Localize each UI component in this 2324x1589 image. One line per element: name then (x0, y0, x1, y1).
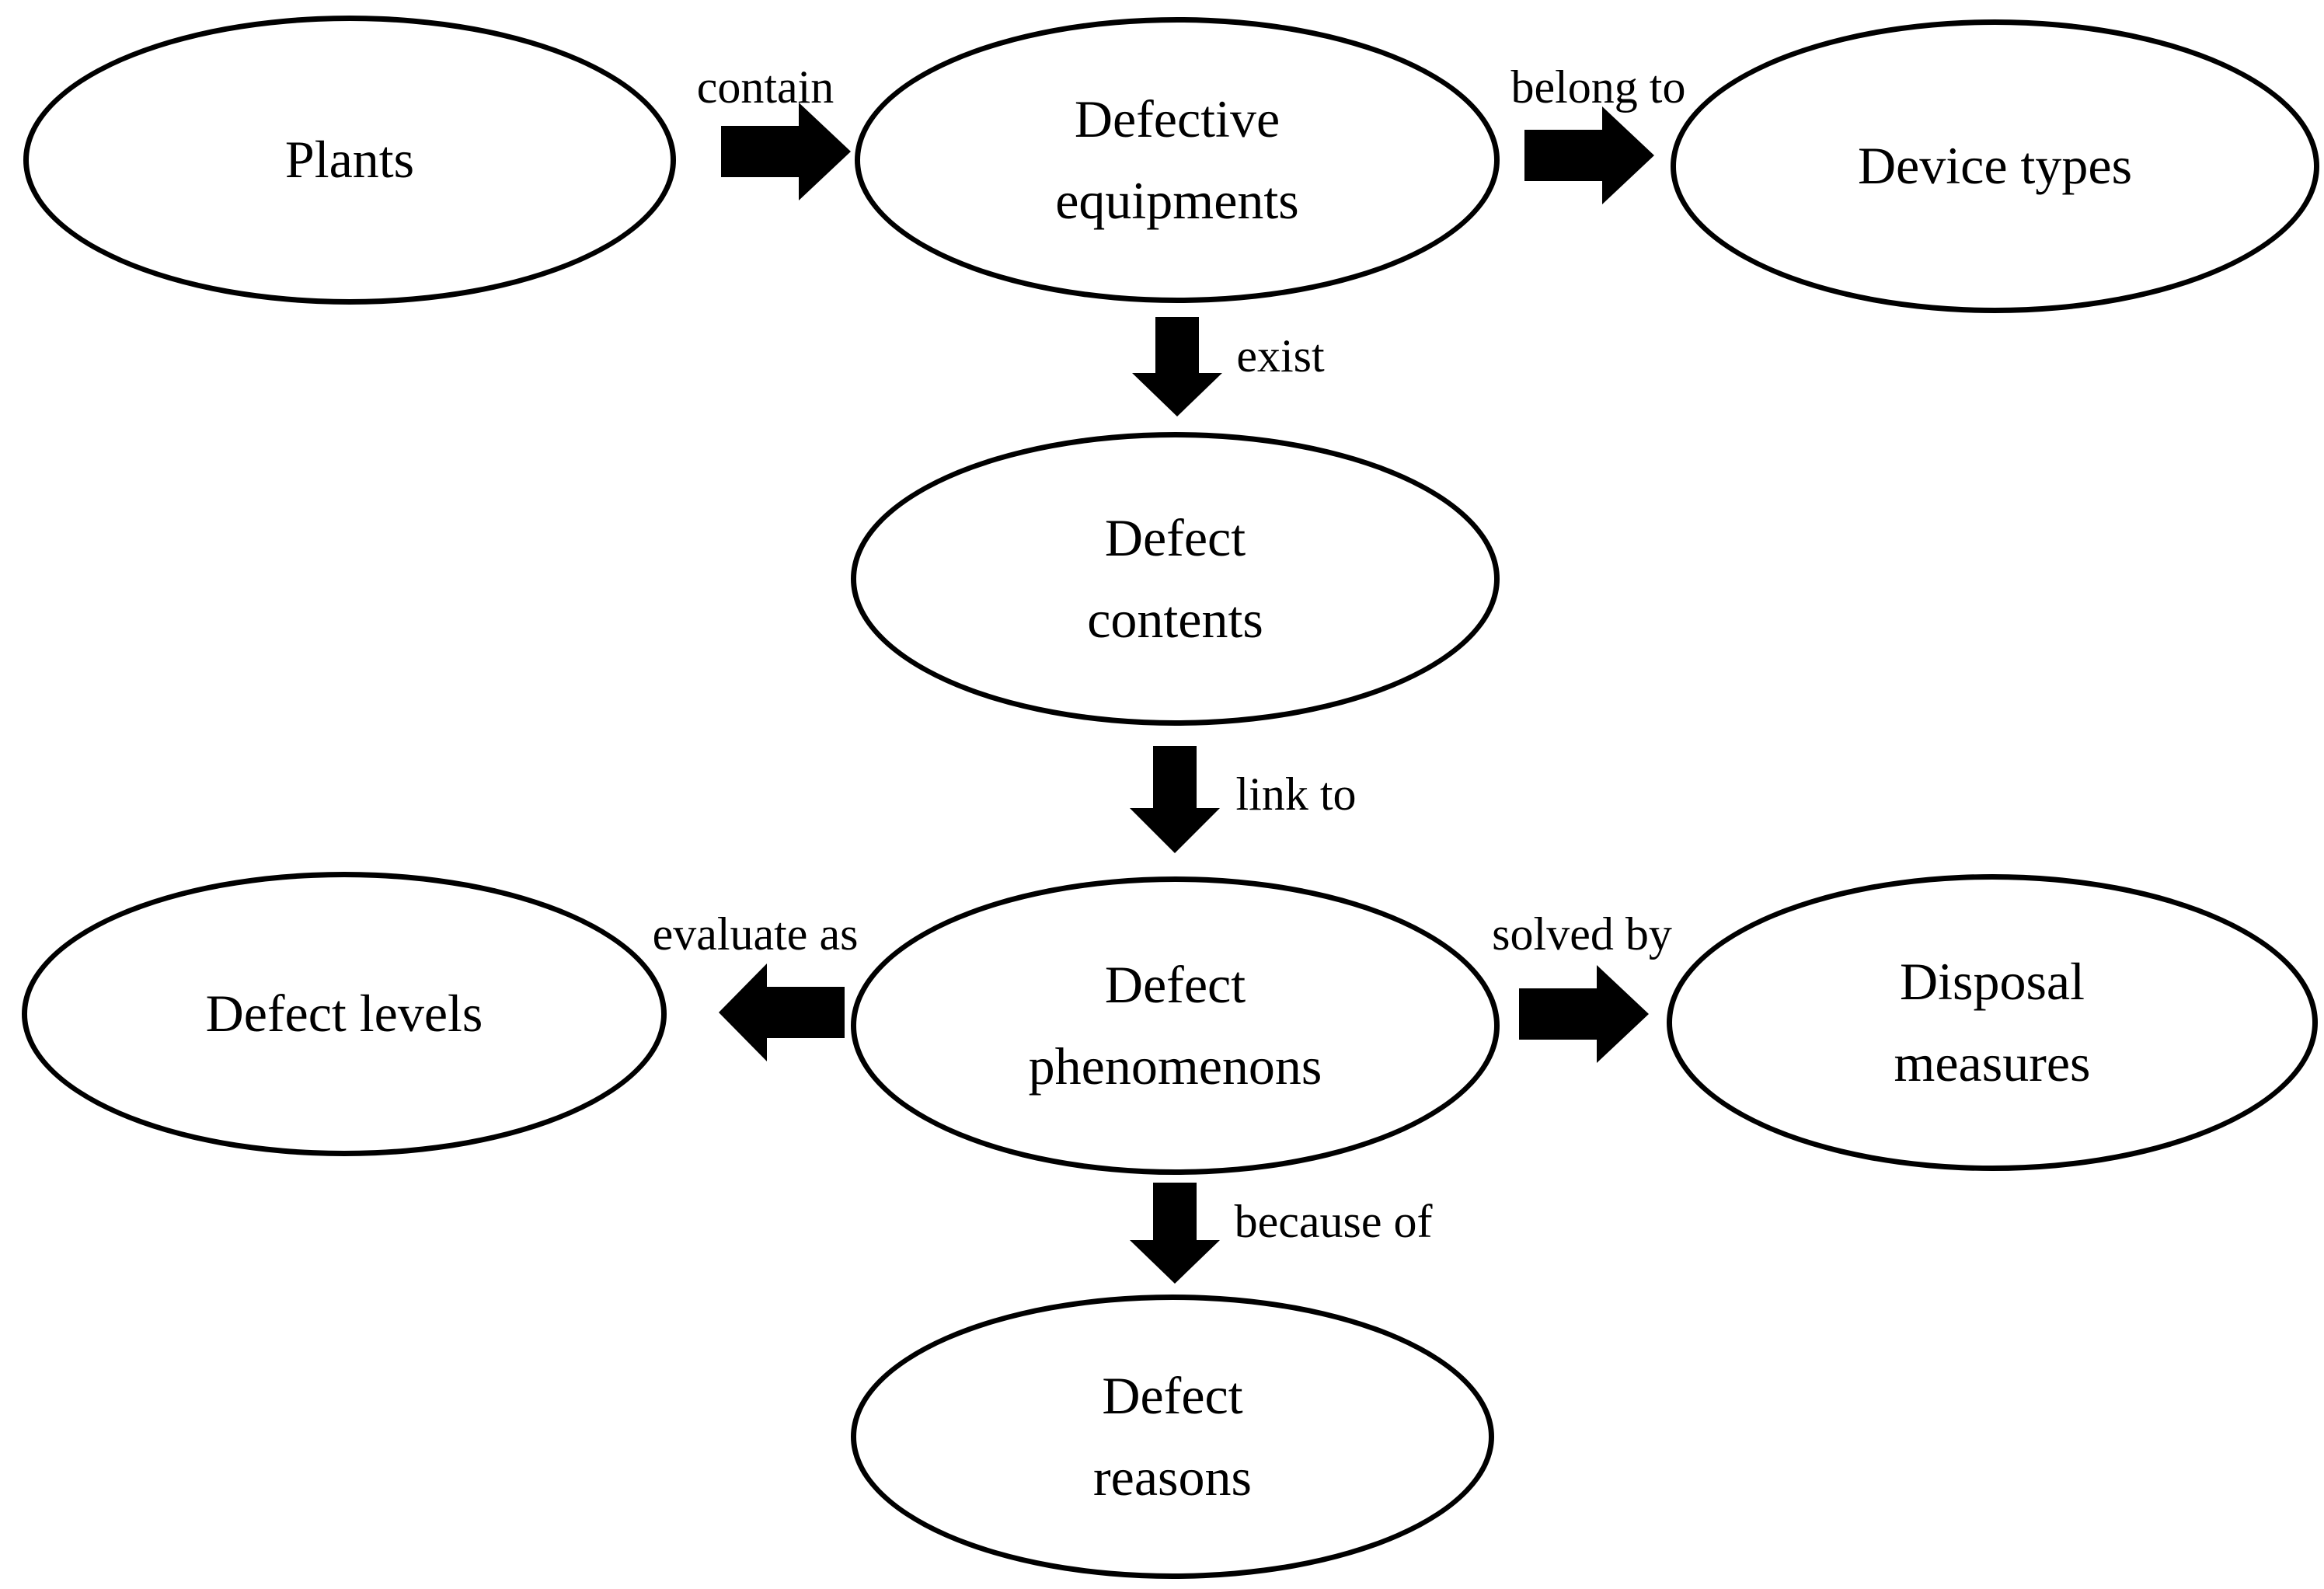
edge-label-belong-to: belong to (1510, 61, 1686, 113)
because-of-arrow-down-icon (1130, 1183, 1220, 1284)
edge-label-solved-by: solved by (1492, 908, 1672, 960)
node-defect-phenomenons: Defect phenomenons (851, 876, 1500, 1175)
edge-label-exist: exist (1236, 330, 1325, 382)
edge-label-contain: contain (696, 61, 834, 113)
node-device-types-label: Device types (1857, 136, 2133, 196)
node-defect-reasons-label: Defect reasons (1093, 1365, 1252, 1507)
solved-by-arrow-right-icon (1519, 965, 1649, 1063)
node-defect-contents-label: Defect contents (1087, 507, 1263, 649)
node-disposal-measures: Disposal measures (1667, 874, 2318, 1171)
node-plants: Plants (23, 16, 676, 305)
edge-label-link-to: link to (1235, 768, 1357, 820)
exist-arrow-down-icon (1132, 317, 1222, 416)
node-plants-label: Plants (284, 130, 415, 190)
node-defective-equipments-label: Defective equipments (1055, 89, 1299, 230)
belong-to-arrow-right-icon (1524, 106, 1654, 204)
node-defect-reasons: Defect reasons (851, 1295, 1494, 1579)
node-defective-equipments: Defective equipments (855, 17, 1500, 303)
node-defect-contents: Defect contents (851, 432, 1500, 726)
node-device-types: Device types (1671, 19, 2319, 313)
link-to-arrow-down-icon (1130, 746, 1220, 853)
node-defect-levels: Defect levels (22, 872, 667, 1156)
node-defect-phenomenons-label: Defect phenomenons (1028, 954, 1322, 1096)
node-defect-levels-label: Defect levels (205, 984, 483, 1044)
edge-label-evaluate-as: evaluate as (652, 908, 859, 960)
evaluate-as-arrow-left-icon (719, 964, 845, 1061)
edge-label-because-of: because of (1234, 1196, 1433, 1247)
contain-arrow-right-icon (721, 103, 851, 200)
node-disposal-measures-label: Disposal measures (1894, 951, 2091, 1092)
